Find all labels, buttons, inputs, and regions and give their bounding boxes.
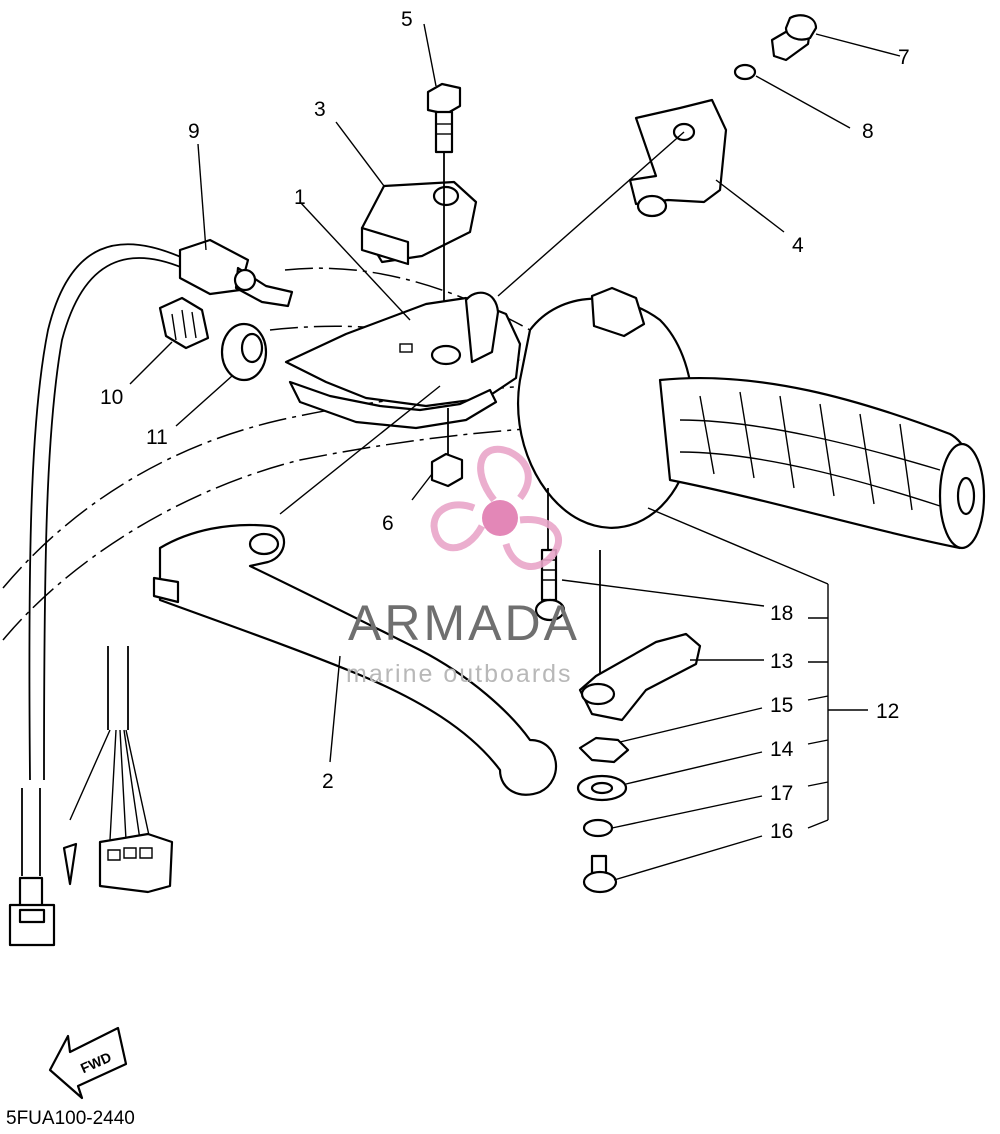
part-1-lever-holder [284, 291, 522, 430]
wiring-harness [62, 646, 174, 894]
callout-2: 2 [322, 770, 334, 793]
callout-1: 1 [294, 186, 306, 209]
part-17-spring-washer [582, 818, 614, 838]
part-4-clamp [628, 98, 728, 218]
switch-housing-grip [516, 286, 986, 550]
diagram-code: 5FUA100-2440 [6, 1108, 135, 1129]
part-8-washer [733, 63, 757, 81]
forward-arrow-icon [48, 1026, 128, 1100]
callout-15: 15 [770, 694, 793, 717]
callout-labels: 1 2 3 4 5 6 7 8 9 10 11 12 13 14 15 16 1… [100, 8, 910, 843]
watermark-title: ARMADA [348, 595, 580, 651]
callout-9: 9 [188, 120, 200, 143]
watermark: ARMADA marine outboards [346, 445, 580, 688]
callout-7: 7 [898, 46, 910, 69]
callout-17: 17 [770, 782, 793, 805]
callout-6: 6 [382, 512, 394, 535]
callout-14: 14 [770, 738, 794, 761]
part-7-screw [770, 14, 818, 62]
part-6-nut [430, 408, 464, 488]
part-2-lever [152, 523, 558, 796]
callout-4: 4 [792, 234, 804, 257]
part-14-washer [576, 774, 628, 802]
callout-16: 16 [770, 820, 793, 843]
callout-18: 18 [770, 602, 793, 625]
callout-8: 8 [862, 120, 874, 143]
propeller-logo-icon [430, 445, 562, 571]
part-3-switch [360, 180, 478, 266]
part-13-bracket [578, 550, 702, 722]
part-15-nut [578, 736, 630, 764]
leader-lines [129, 23, 901, 881]
part-16-screw [582, 854, 618, 894]
callout-13: 13 [770, 650, 793, 673]
callout-10: 10 [100, 386, 123, 409]
callout-5: 5 [401, 8, 413, 31]
clutch-switch-cable [8, 238, 294, 947]
callout-3: 3 [314, 98, 326, 121]
callout-11: 11 [146, 426, 168, 449]
forward-direction-badge: FWD [48, 1026, 128, 1100]
part-11-locknut [220, 322, 268, 382]
watermark-subtitle: marine outboards [346, 660, 573, 688]
part-10-adjuster [158, 296, 210, 350]
callout-12: 12 [876, 700, 899, 723]
